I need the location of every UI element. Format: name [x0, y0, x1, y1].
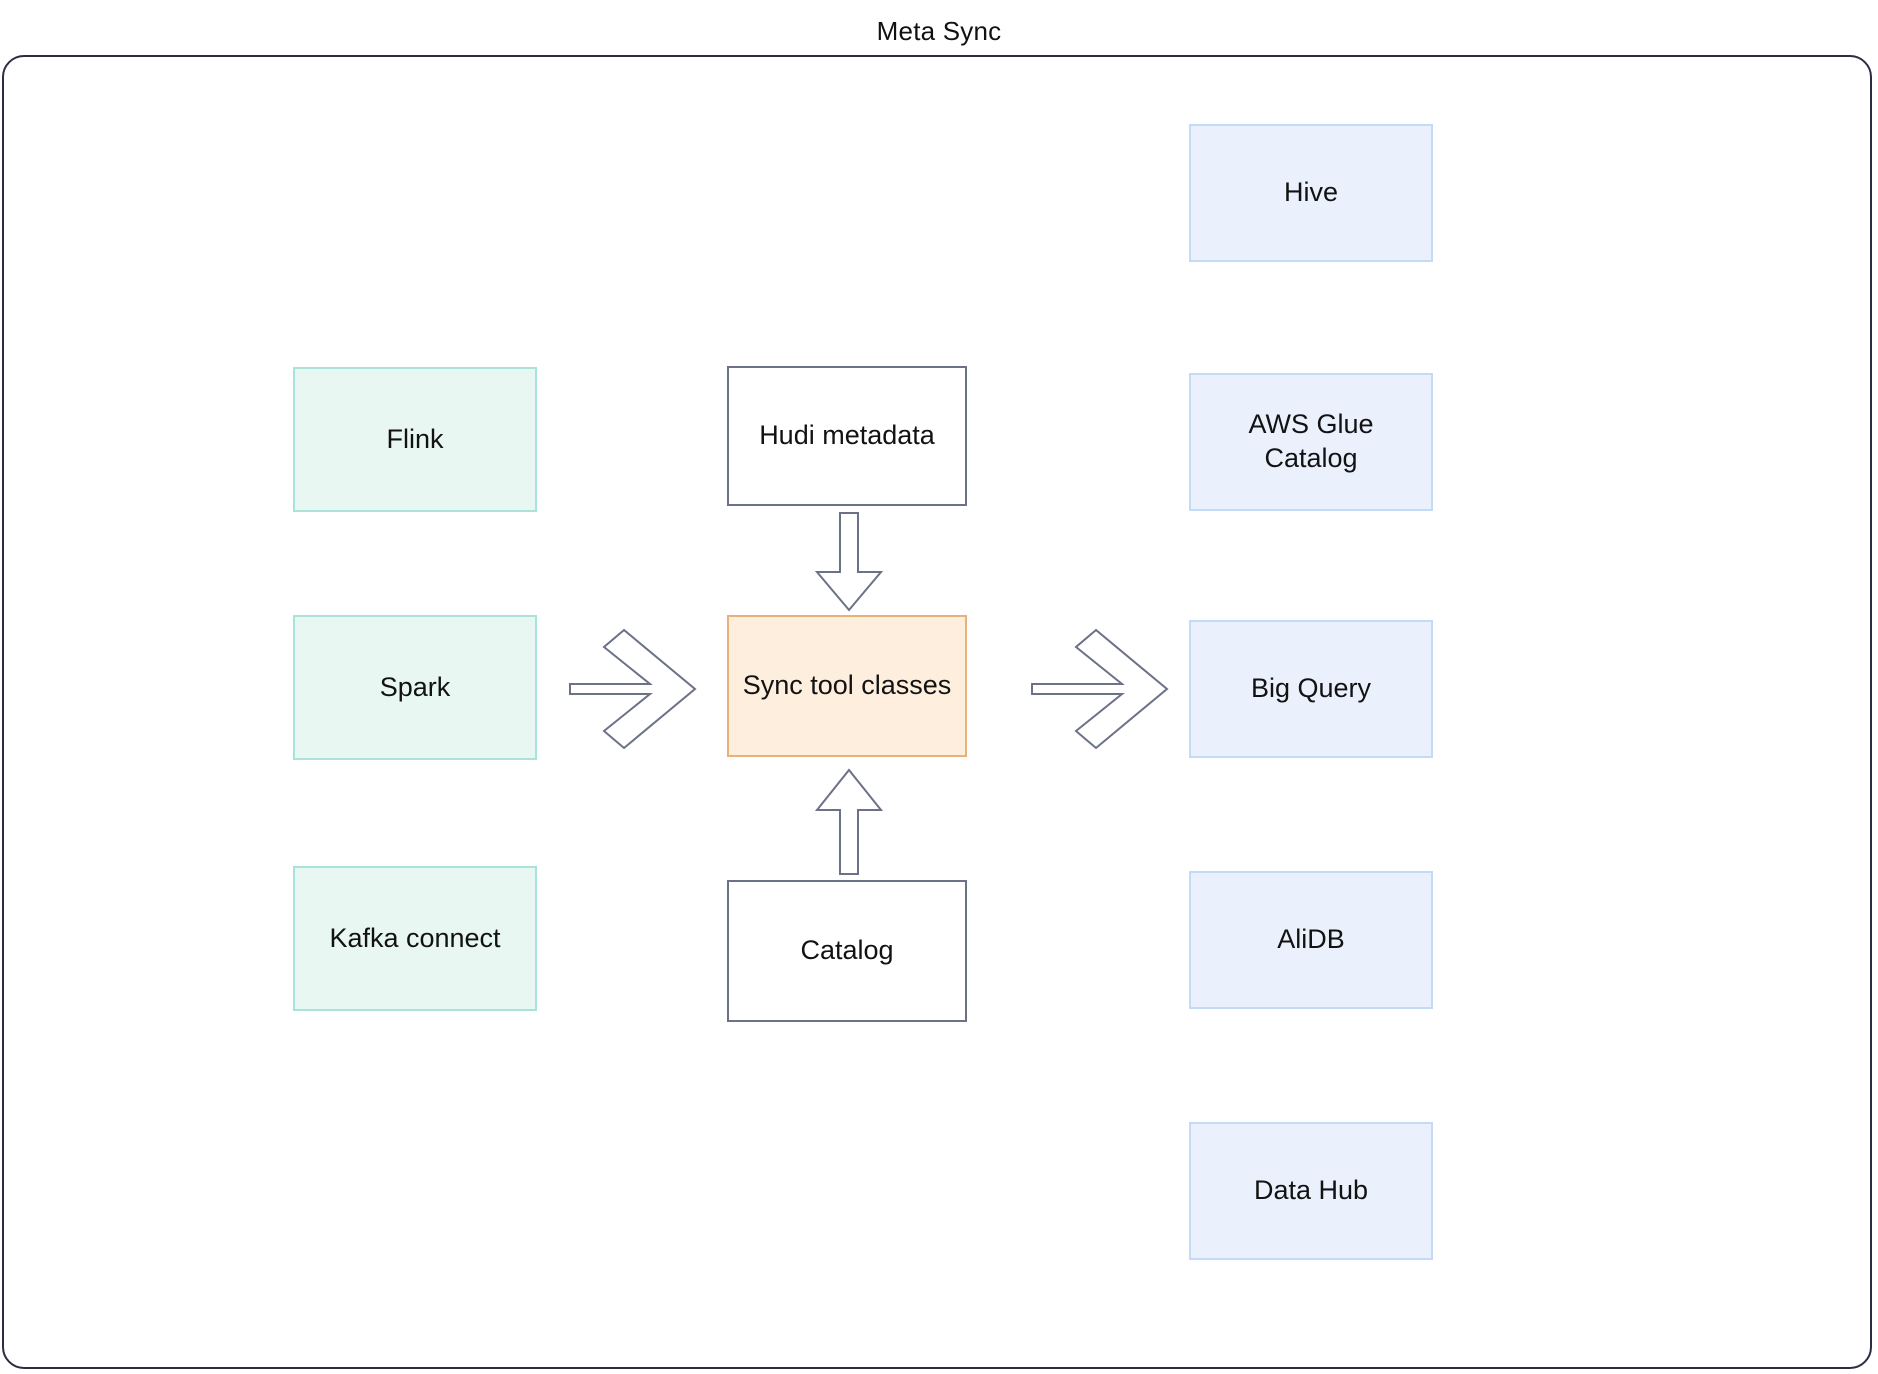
- node-kafka-connect[interactable]: Kafka connect: [293, 866, 537, 1011]
- arrow-up-icon: [814, 768, 884, 875]
- node-spark-label: Spark: [379, 671, 451, 702]
- node-alidb-label: AliDB: [1277, 924, 1345, 955]
- node-data-hub[interactable]: Data Hub: [1189, 1122, 1433, 1260]
- arrow-catalog-to-sync: [814, 768, 884, 876]
- arrow-spark-to-sync: [568, 628, 698, 750]
- arrow-sync-to-bigquery: [1030, 628, 1170, 750]
- node-big-query-label: Big Query: [1250, 673, 1372, 704]
- node-big-query[interactable]: Big Query: [1189, 620, 1433, 758]
- node-catalog-label: Catalog: [800, 935, 894, 966]
- arrow-right-chevron-icon: [569, 628, 697, 750]
- node-hive-label: Hive: [1283, 177, 1338, 208]
- node-sync-tool-classes[interactable]: Sync tool classes: [727, 615, 967, 757]
- node-alidb[interactable]: AliDB: [1189, 871, 1433, 1009]
- node-sync-tool-classes-label: Sync tool classes: [742, 670, 952, 701]
- node-data-hub-label: Data Hub: [1253, 1175, 1369, 1206]
- node-hudi-metadata-label: Hudi metadata: [759, 420, 935, 451]
- node-kafka-connect-label: Kafka connect: [329, 922, 501, 953]
- node-flink-label: Flink: [386, 423, 444, 454]
- arrow-hudi-to-sync: [814, 512, 884, 612]
- node-hudi-metadata[interactable]: Hudi metadata: [727, 366, 967, 506]
- node-aws-glue-catalog[interactable]: AWS Glue Catalog: [1189, 373, 1433, 511]
- arrow-down-icon: [814, 512, 884, 612]
- node-spark[interactable]: Spark: [293, 615, 537, 760]
- diagram-frame: [2, 55, 1872, 1369]
- node-catalog[interactable]: Catalog: [727, 880, 967, 1022]
- arrow-right-chevron-icon: [1031, 628, 1169, 750]
- node-aws-glue-catalog-label: AWS Glue Catalog: [1248, 409, 1374, 473]
- node-hive[interactable]: Hive: [1189, 124, 1433, 262]
- node-flink[interactable]: Flink: [293, 367, 537, 512]
- page-title: Meta Sync: [876, 16, 1002, 46]
